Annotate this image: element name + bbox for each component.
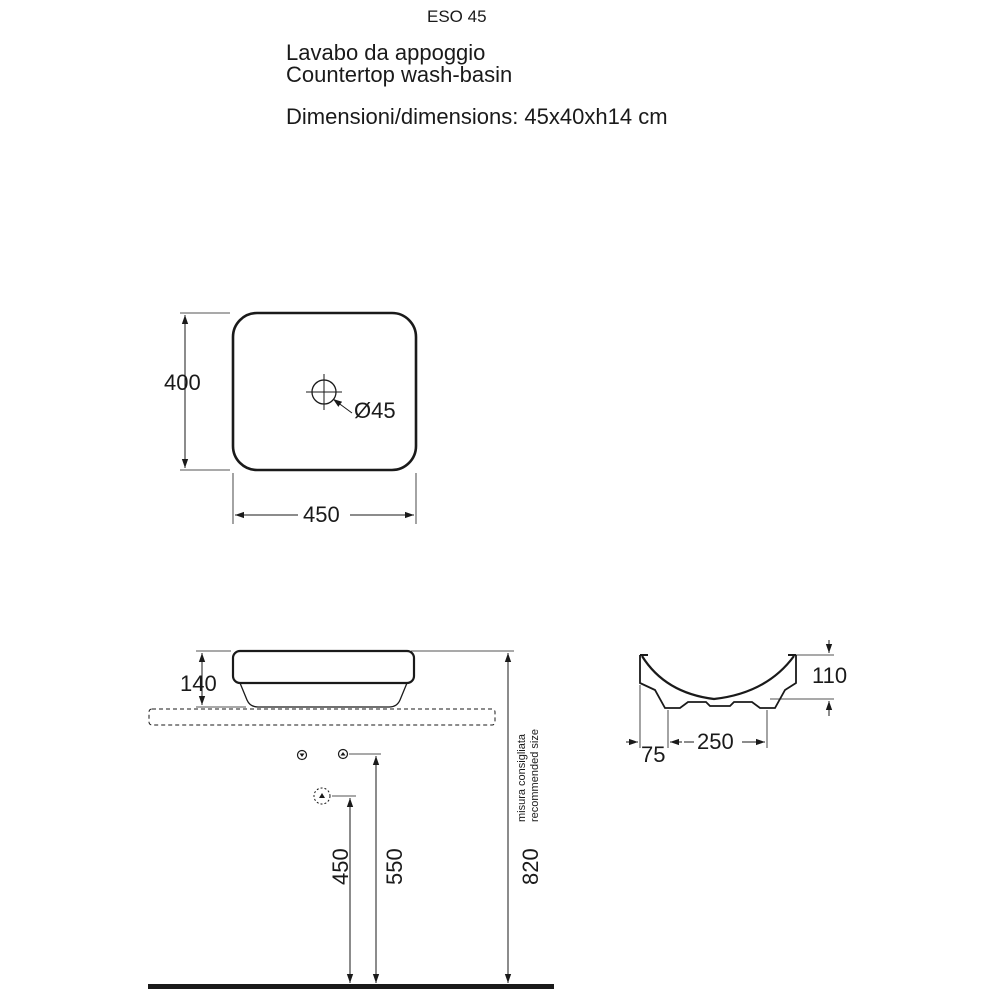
floor-line	[148, 984, 554, 989]
section-offset-label: 75	[641, 742, 665, 767]
title-italian: Lavabo da appoggio	[286, 40, 486, 65]
top-depth-label: 400	[164, 370, 201, 395]
section-view	[626, 640, 834, 748]
model-code: ESO 45	[427, 7, 487, 26]
supply-hot-symbol	[337, 748, 349, 760]
waste-height-label: 450	[328, 848, 353, 885]
drain-leader	[332, 398, 353, 414]
waste-outlet-symbol	[313, 787, 331, 805]
top-width-label: 450	[303, 502, 340, 527]
top-view	[180, 311, 418, 524]
recommended-note-it: misura consigliata	[516, 733, 528, 822]
basin-body-front	[239, 682, 408, 708]
section-depth-label: 110	[812, 663, 847, 688]
supply-height-label: 550	[382, 848, 407, 885]
supply-cold-symbol	[296, 749, 308, 761]
section-base-width-label: 250	[697, 729, 734, 754]
front-height-label: 140	[180, 671, 217, 696]
dimensions-line: Dimensioni/dimensions: 45x40xh14 cm	[286, 104, 668, 129]
basin-outline-top	[231, 311, 418, 472]
drain-diameter-label: Ø45	[354, 398, 396, 423]
basin-rim-front	[231, 649, 416, 685]
title-english: Countertop wash-basin	[286, 62, 513, 87]
basin-outer-section	[639, 655, 797, 709]
basin-inner-section	[641, 655, 795, 701]
recommended-note-en: recommended size	[529, 729, 541, 822]
front-view	[148, 649, 514, 983]
counter-height-label: 820	[518, 848, 543, 885]
countertop	[148, 708, 496, 726]
